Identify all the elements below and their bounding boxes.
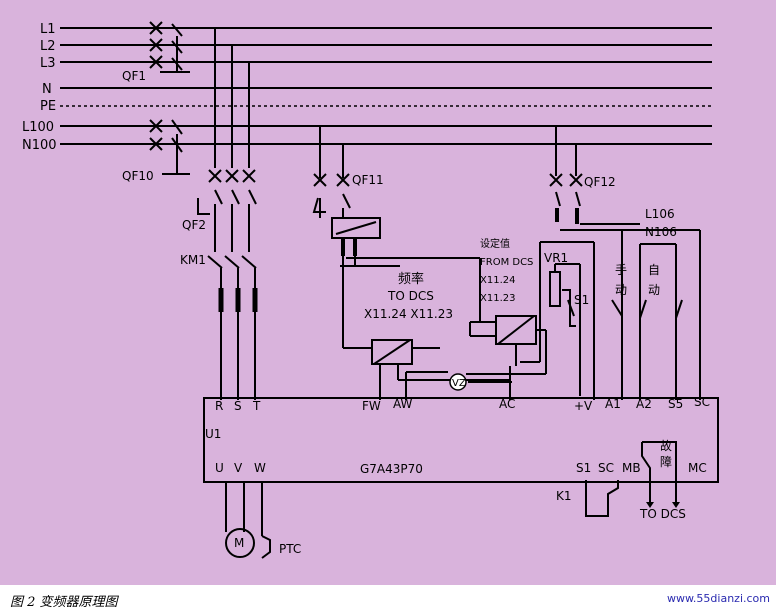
fault-label-1: 故 bbox=[660, 438, 672, 453]
qf12-label: QF12 bbox=[584, 175, 616, 189]
term-mb: MB bbox=[622, 461, 641, 475]
freq-isolator bbox=[371, 339, 413, 365]
term-sc-top: SC bbox=[694, 395, 710, 409]
drive-model: G7A43P70 bbox=[360, 462, 423, 476]
term-u: U bbox=[215, 461, 224, 475]
figure-caption: 图 2 变频器原理图 bbox=[10, 595, 118, 610]
vz-label: VZ bbox=[452, 378, 466, 389]
manual-switch bbox=[611, 299, 623, 317]
motor-label: M bbox=[234, 536, 244, 550]
term-s5: S5 bbox=[668, 397, 683, 411]
bus-l2-label: L2 bbox=[40, 39, 56, 54]
bus-pe-label: PE bbox=[40, 99, 56, 114]
freq-to-dcs: TO DCS bbox=[387, 289, 434, 303]
auto-switch bbox=[639, 299, 647, 319]
qf2-breaker bbox=[197, 169, 257, 252]
freq-label: 频率 bbox=[398, 271, 424, 287]
term-a1: A1 bbox=[605, 397, 621, 411]
term-plus-v: +V bbox=[574, 399, 593, 413]
k1-label: K1 bbox=[556, 489, 572, 503]
term-r: R bbox=[215, 399, 223, 413]
qf10-breaker bbox=[149, 119, 190, 175]
setpoint-terminal-b: X11.23 bbox=[480, 293, 515, 304]
bus-n-label: N bbox=[42, 82, 52, 97]
term-sc-bottom: SC bbox=[598, 461, 614, 475]
term-v: V bbox=[234, 461, 243, 475]
term-ac: AC bbox=[499, 397, 515, 411]
schematic: L1 L2 L3 N PE L100 N100 QF1 QF10 QF11 QF… bbox=[22, 21, 719, 559]
qf10-label: QF10 bbox=[122, 169, 154, 183]
drive-box bbox=[203, 397, 719, 483]
s1-switch bbox=[562, 289, 576, 327]
auto-label-1: 自 bbox=[648, 263, 660, 277]
ptc-sensor bbox=[261, 535, 271, 559]
qf2-label: QF2 bbox=[182, 218, 206, 232]
term-fw: FW bbox=[362, 399, 381, 413]
qf12-fuses bbox=[555, 208, 579, 224]
vr1-label: VR1 bbox=[544, 251, 568, 265]
manual-label-1: 手 bbox=[615, 263, 627, 277]
qf1-breaker bbox=[149, 21, 190, 73]
setpoint-terminal-a: X11.24 bbox=[480, 275, 515, 286]
setpoint-label: 设定值 bbox=[480, 237, 510, 250]
fault-label-2: 障 bbox=[660, 454, 672, 469]
freq-isolator-slash bbox=[373, 339, 411, 365]
term-mc: MC bbox=[688, 461, 707, 475]
bus-l3-label: L3 bbox=[40, 56, 56, 71]
term-s1: S1 bbox=[576, 461, 591, 475]
term-s: S bbox=[234, 399, 242, 413]
term-a2: A2 bbox=[636, 397, 652, 411]
output-to-dcs: TO DCS bbox=[639, 507, 686, 521]
n106-label: N106 bbox=[645, 225, 677, 239]
qf11-label: QF11 bbox=[352, 173, 384, 187]
term-w: W bbox=[254, 461, 266, 475]
qf1-label: QF1 bbox=[122, 69, 146, 83]
km1-contactor bbox=[207, 255, 257, 400]
power-supply-slash bbox=[335, 221, 377, 235]
fault-relay bbox=[641, 441, 677, 500]
auto-label-2: 动 bbox=[648, 283, 660, 297]
term-aw: AW bbox=[393, 397, 413, 411]
output-arrows bbox=[646, 502, 680, 508]
bus-n100-label: N100 bbox=[22, 138, 57, 153]
ptc-label: PTC bbox=[279, 542, 301, 556]
qf12-breaker bbox=[549, 126, 583, 207]
term-t: T bbox=[252, 399, 261, 413]
power-supply-outputs bbox=[341, 238, 357, 256]
qf11-breaker bbox=[312, 126, 351, 218]
km1-coils bbox=[218, 288, 258, 312]
manual-label-2: 动 bbox=[615, 283, 627, 297]
motor bbox=[225, 528, 255, 558]
u1-label: U1 bbox=[205, 427, 221, 441]
diagram-panel: L1 L2 L3 N PE L100 N100 QF1 QF10 QF11 QF… bbox=[0, 0, 776, 585]
footer: 图 2 变频器原理图 www.55dianzi.com bbox=[0, 585, 776, 611]
k1-contact bbox=[585, 480, 619, 517]
bus-l1-label: L1 bbox=[40, 22, 56, 37]
bus-l100-label: L100 bbox=[22, 120, 54, 135]
freq-terminals: X11.24 X11.23 bbox=[364, 307, 453, 321]
s1-control-label: S1 bbox=[574, 293, 589, 307]
l106-label: L106 bbox=[645, 207, 675, 221]
watermark-link[interactable]: www.55dianzi.com bbox=[666, 592, 770, 605]
vr1-potentiometer bbox=[549, 271, 561, 307]
vz-meter bbox=[449, 373, 467, 391]
km1-label: KM1 bbox=[180, 253, 206, 267]
setpoint-isolator-slash bbox=[497, 315, 535, 345]
setpoint-from-dcs: FROM DCS bbox=[480, 257, 533, 268]
s5-switch bbox=[675, 299, 683, 319]
